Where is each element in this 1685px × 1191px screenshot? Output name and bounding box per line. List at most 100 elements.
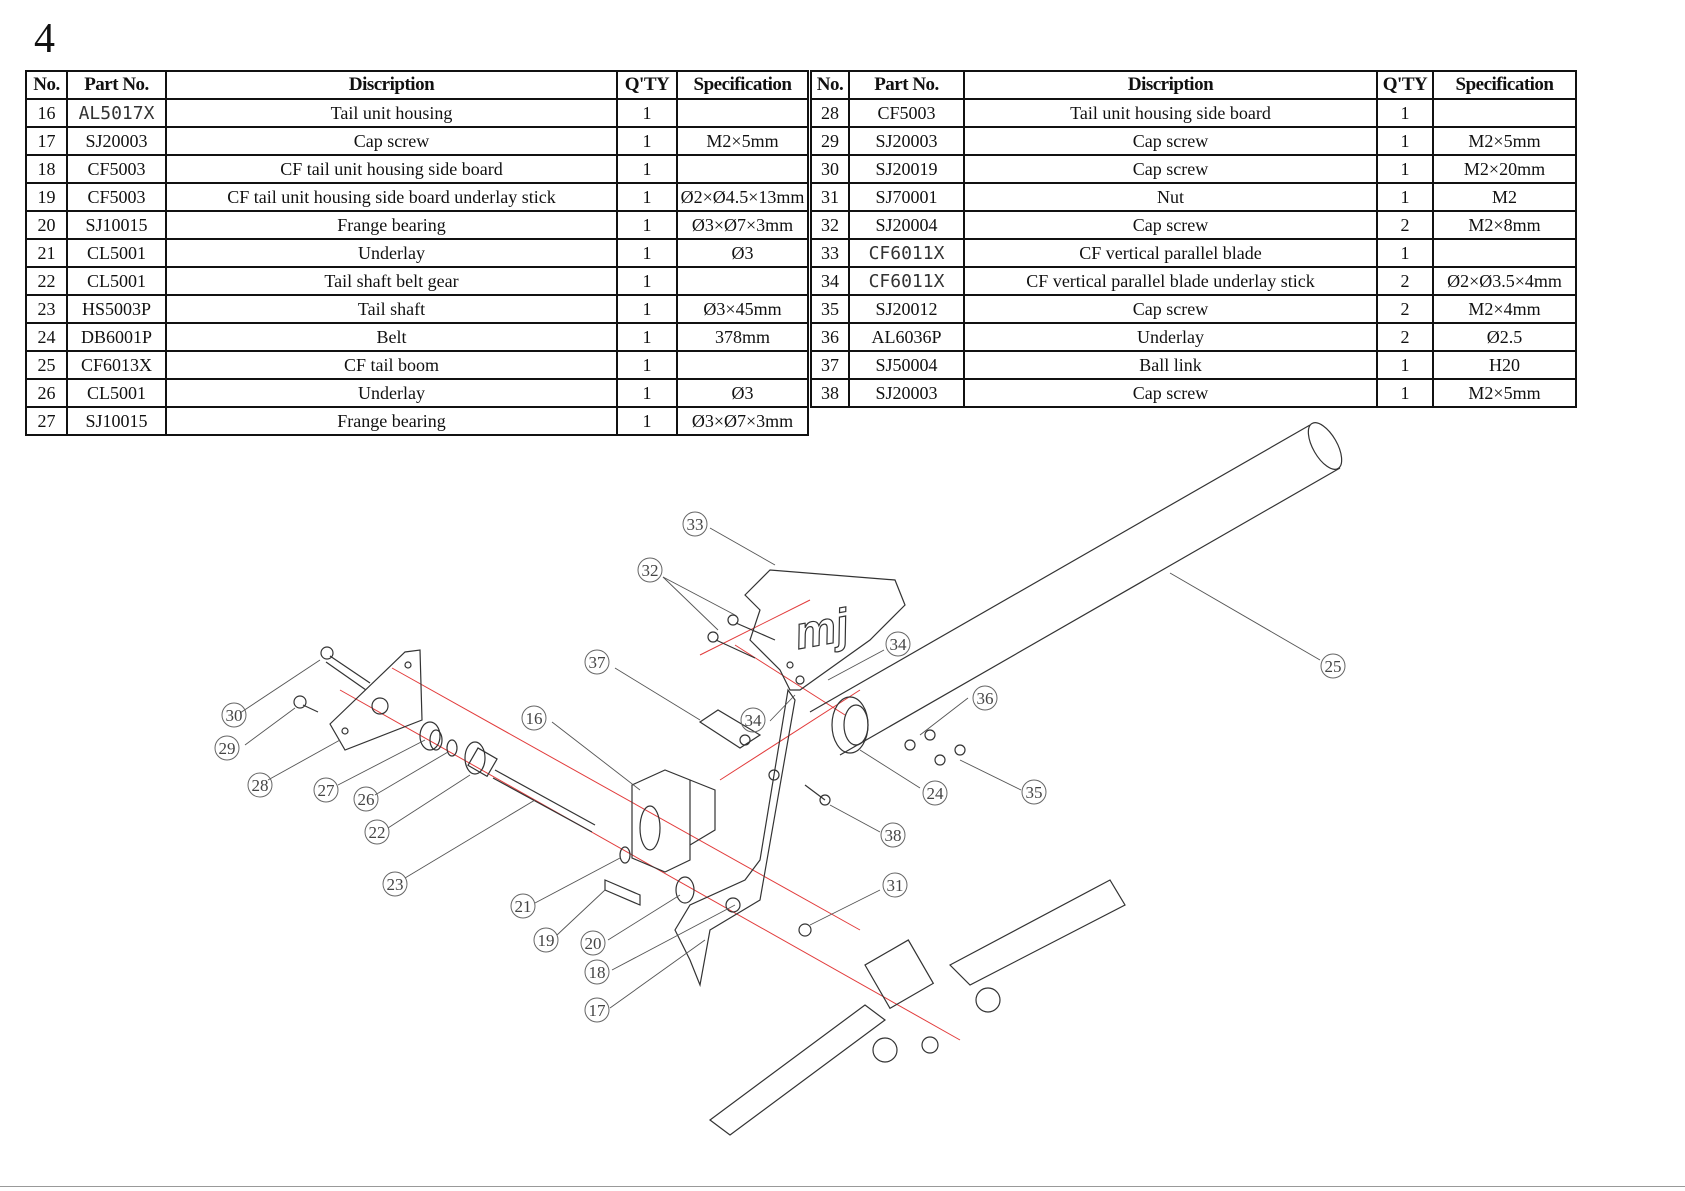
page-number: 4 (34, 16, 55, 62)
cell-part-no: SJ20012 (848, 294, 965, 324)
cell-description: Underlay (165, 378, 618, 408)
cell-no: 37 (810, 350, 850, 380)
cell-spec: H20 (1432, 350, 1577, 380)
cell-part-no: CF5003 (66, 154, 167, 184)
cell-description: CF tail unit housing side board underlay… (165, 182, 618, 212)
callout-30: 30 (226, 706, 243, 725)
cell-description: Cap screw (963, 210, 1378, 240)
callout-34-bottom: 34 (745, 711, 763, 730)
cell-qty: 1 (616, 378, 678, 408)
callout-29: 29 (219, 739, 236, 758)
cell-no: 38 (810, 378, 850, 408)
cell-spec: M2×5mm (1432, 126, 1577, 156)
assembly-axis-lines (339, 599, 961, 1041)
cell-spec: Ø3×Ø7×3mm (676, 210, 809, 240)
cell-description: CF vertical parallel blade (963, 238, 1378, 268)
cell-description: Cap screw (963, 294, 1378, 324)
cell-part-no: CL5001 (66, 378, 167, 408)
nut-31 (798, 923, 812, 937)
cell-spec: M2×8mm (1432, 210, 1577, 240)
callout-20: 20 (585, 934, 602, 953)
callout-27: 27 (318, 781, 336, 800)
cell-part-no: CF6011X (848, 266, 965, 296)
cell-description: Tail shaft (165, 294, 618, 324)
cell-part-no: CL5001 (66, 238, 167, 268)
table-header-row: No. Part No. Discription Q'TY Specificat… (25, 70, 809, 100)
callout-18: 18 (589, 963, 606, 982)
cell-qty: 1 (1376, 378, 1434, 408)
cell-part-no: SJ10015 (66, 210, 167, 240)
cell-spec: M2×4mm (1432, 294, 1577, 324)
callout-21: 21 (515, 897, 532, 916)
cell-qty: 1 (1376, 126, 1434, 156)
cap-screw-30 (320, 646, 371, 691)
cell-description: CF vertical parallel blade underlay stic… (963, 266, 1378, 296)
cell-qty: 1 (616, 322, 678, 352)
callout-31: 31 (887, 876, 904, 895)
parts-table-right: No. Part No. Discription Q'TY Specificat… (810, 70, 1577, 408)
cap-screw-32 (707, 614, 776, 659)
cell-qty: 1 (1376, 350, 1434, 380)
cell-spec: Ø3×45mm (676, 294, 809, 324)
tail-shaft (492, 769, 596, 833)
cell-no: 30 (810, 154, 850, 184)
cell-qty: 1 (1376, 182, 1434, 212)
cell-description: CF tail unit housing side board (165, 154, 618, 184)
cap-screw-38 (804, 784, 831, 806)
cell-qty: 1 (616, 154, 678, 184)
cell-part-no: SJ20003 (66, 126, 167, 156)
cell-qty: 1 (616, 266, 678, 296)
flange-bearing-20 (675, 876, 695, 904)
cell-description: Cap screw (963, 378, 1378, 408)
cell-qty: 1 (1376, 154, 1434, 184)
cell-spec: Ø3×Ø7×3mm (676, 406, 809, 436)
cell-qty: 1 (616, 182, 678, 212)
cell-description: CF tail boom (165, 350, 618, 380)
header-no: No. (810, 70, 850, 100)
cell-description: Nut (963, 182, 1378, 212)
underlay-21 (619, 846, 631, 864)
cell-description: Belt (165, 322, 618, 352)
header-qty: Q'TY (616, 70, 678, 100)
cell-spec: Ø3 (676, 378, 809, 408)
cell-no: 24 (25, 322, 68, 352)
cell-no: 25 (25, 350, 68, 380)
cell-qty: 2 (1376, 266, 1434, 296)
cell-spec: M2×20mm (1432, 154, 1577, 184)
cell-qty: 1 (616, 126, 678, 156)
cell-qty: 2 (1376, 294, 1434, 324)
table-header-row: No. Part No. Discription Q'TY Specificat… (810, 70, 1577, 100)
cell-spec: Ø2×Ø3.5×4mm (1432, 266, 1577, 296)
cell-no: 19 (25, 182, 68, 212)
cell-no: 21 (25, 238, 68, 268)
header-description: Discription (963, 70, 1378, 100)
callout-24: 24 (927, 784, 945, 803)
cell-no: 26 (25, 378, 68, 408)
cell-no: 33 (810, 238, 850, 268)
belt-pulley (831, 696, 869, 754)
cell-part-no: AL6036P (848, 322, 965, 352)
cell-part-no: HS5003P (66, 294, 167, 324)
cell-qty: 1 (1376, 98, 1434, 128)
cell-spec: 378mm (676, 322, 809, 352)
cell-spec: Ø3 (676, 238, 809, 268)
cell-no: 16 (25, 98, 68, 128)
underlay-36 (904, 729, 936, 751)
cell-qty: 2 (1376, 210, 1434, 240)
callout-17: 17 (589, 1001, 607, 1020)
header-no: No. (25, 70, 68, 100)
cell-part-no: CF6011X (848, 238, 965, 268)
callout-25: 25 (1325, 657, 1342, 676)
